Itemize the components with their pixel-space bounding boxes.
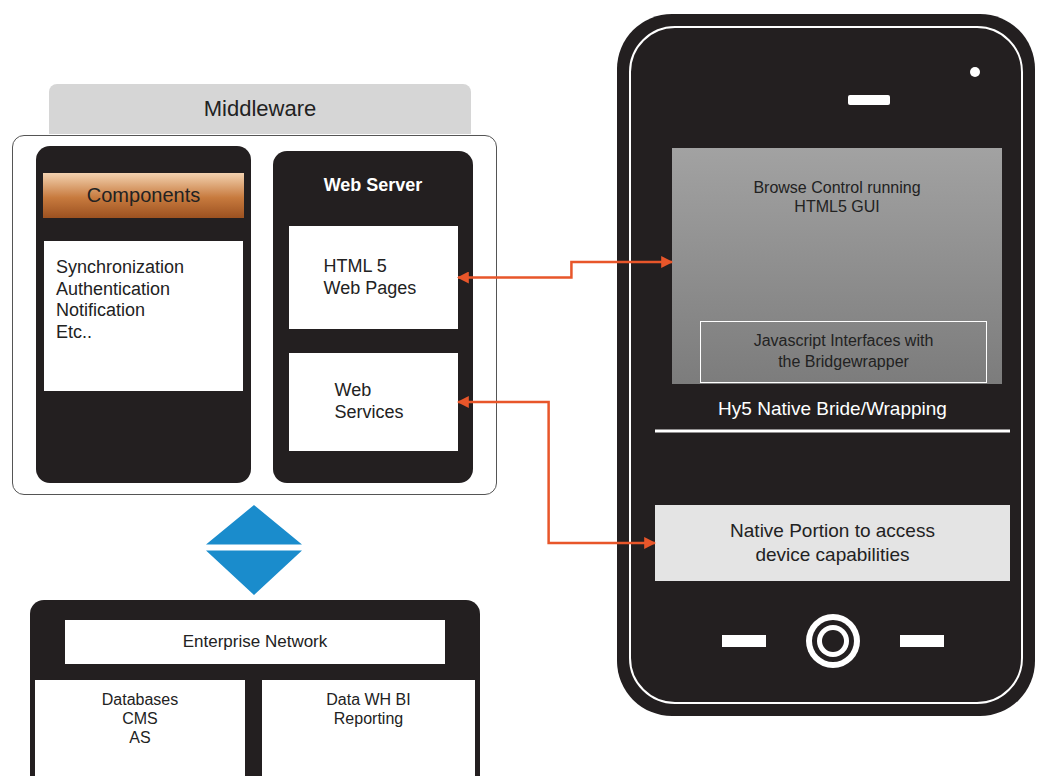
node-text: HTML 5 Web Pages — [324, 256, 424, 299]
home-button — [812, 620, 854, 662]
node-text: Browse Control running HTML5 GUI — [752, 178, 922, 216]
connector-arrow — [458, 402, 655, 543]
node-text: Middleware — [49, 84, 471, 134]
component-list: Synchronization Authentication Notificat… — [44, 241, 243, 391]
phone-body — [617, 14, 1035, 716]
home-button — [806, 614, 860, 668]
data-box: Data WH BI Reporting — [262, 680, 475, 776]
component-panel: ComponentsSynchronization Authentication… — [36, 146, 251, 483]
phone-camera — [970, 67, 980, 77]
browser-screen: Browse Control running HTML5 GUI Javascri… — [672, 148, 1002, 384]
native-box: Native Portion to access device capabili… — [655, 505, 1010, 581]
home-button — [817, 625, 849, 657]
node-text: Components — [43, 173, 244, 218]
phone-bezel — [630, 27, 1022, 703]
node-text: Data WH BI Reporting — [321, 690, 417, 728]
node-text: Synchronization Authentication Notificat… — [44, 241, 243, 359]
interface-box: Javascript Interfaces with the Bridgewra… — [700, 321, 987, 383]
process-box: Web Services — [289, 353, 458, 451]
node-text: Web Services — [335, 380, 413, 423]
phone-button — [722, 635, 766, 647]
server-panel: Web ServerHTML 5 Web PagesWeb Services — [273, 151, 473, 483]
data-box: Databases CMS AS — [35, 680, 245, 776]
connector-arrow — [458, 262, 672, 278]
phone-button — [900, 635, 944, 647]
label-text: Hy5 Native Bride/Wrapping — [655, 398, 1010, 420]
node-text: Native Portion to access device capabili… — [693, 519, 973, 567]
node-text: Enterprise Network — [65, 620, 445, 664]
connector-arrow — [206, 505, 302, 595]
phone-speaker — [848, 95, 890, 105]
middleware-box: MiddlewareComponentsSynchronization Auth… — [12, 135, 497, 495]
home-button — [822, 630, 844, 652]
divider-line — [655, 430, 1010, 433]
node-text: Web Server — [273, 175, 473, 196]
node-text: Databases CMS AS — [85, 690, 195, 748]
process-box: HTML 5 Web Pages — [289, 226, 458, 329]
network-panel: Enterprise NetworkDatabases CMS AS Data W… — [30, 600, 480, 776]
node-text: Javascript Interfaces with the Bridgewra… — [754, 331, 934, 373]
